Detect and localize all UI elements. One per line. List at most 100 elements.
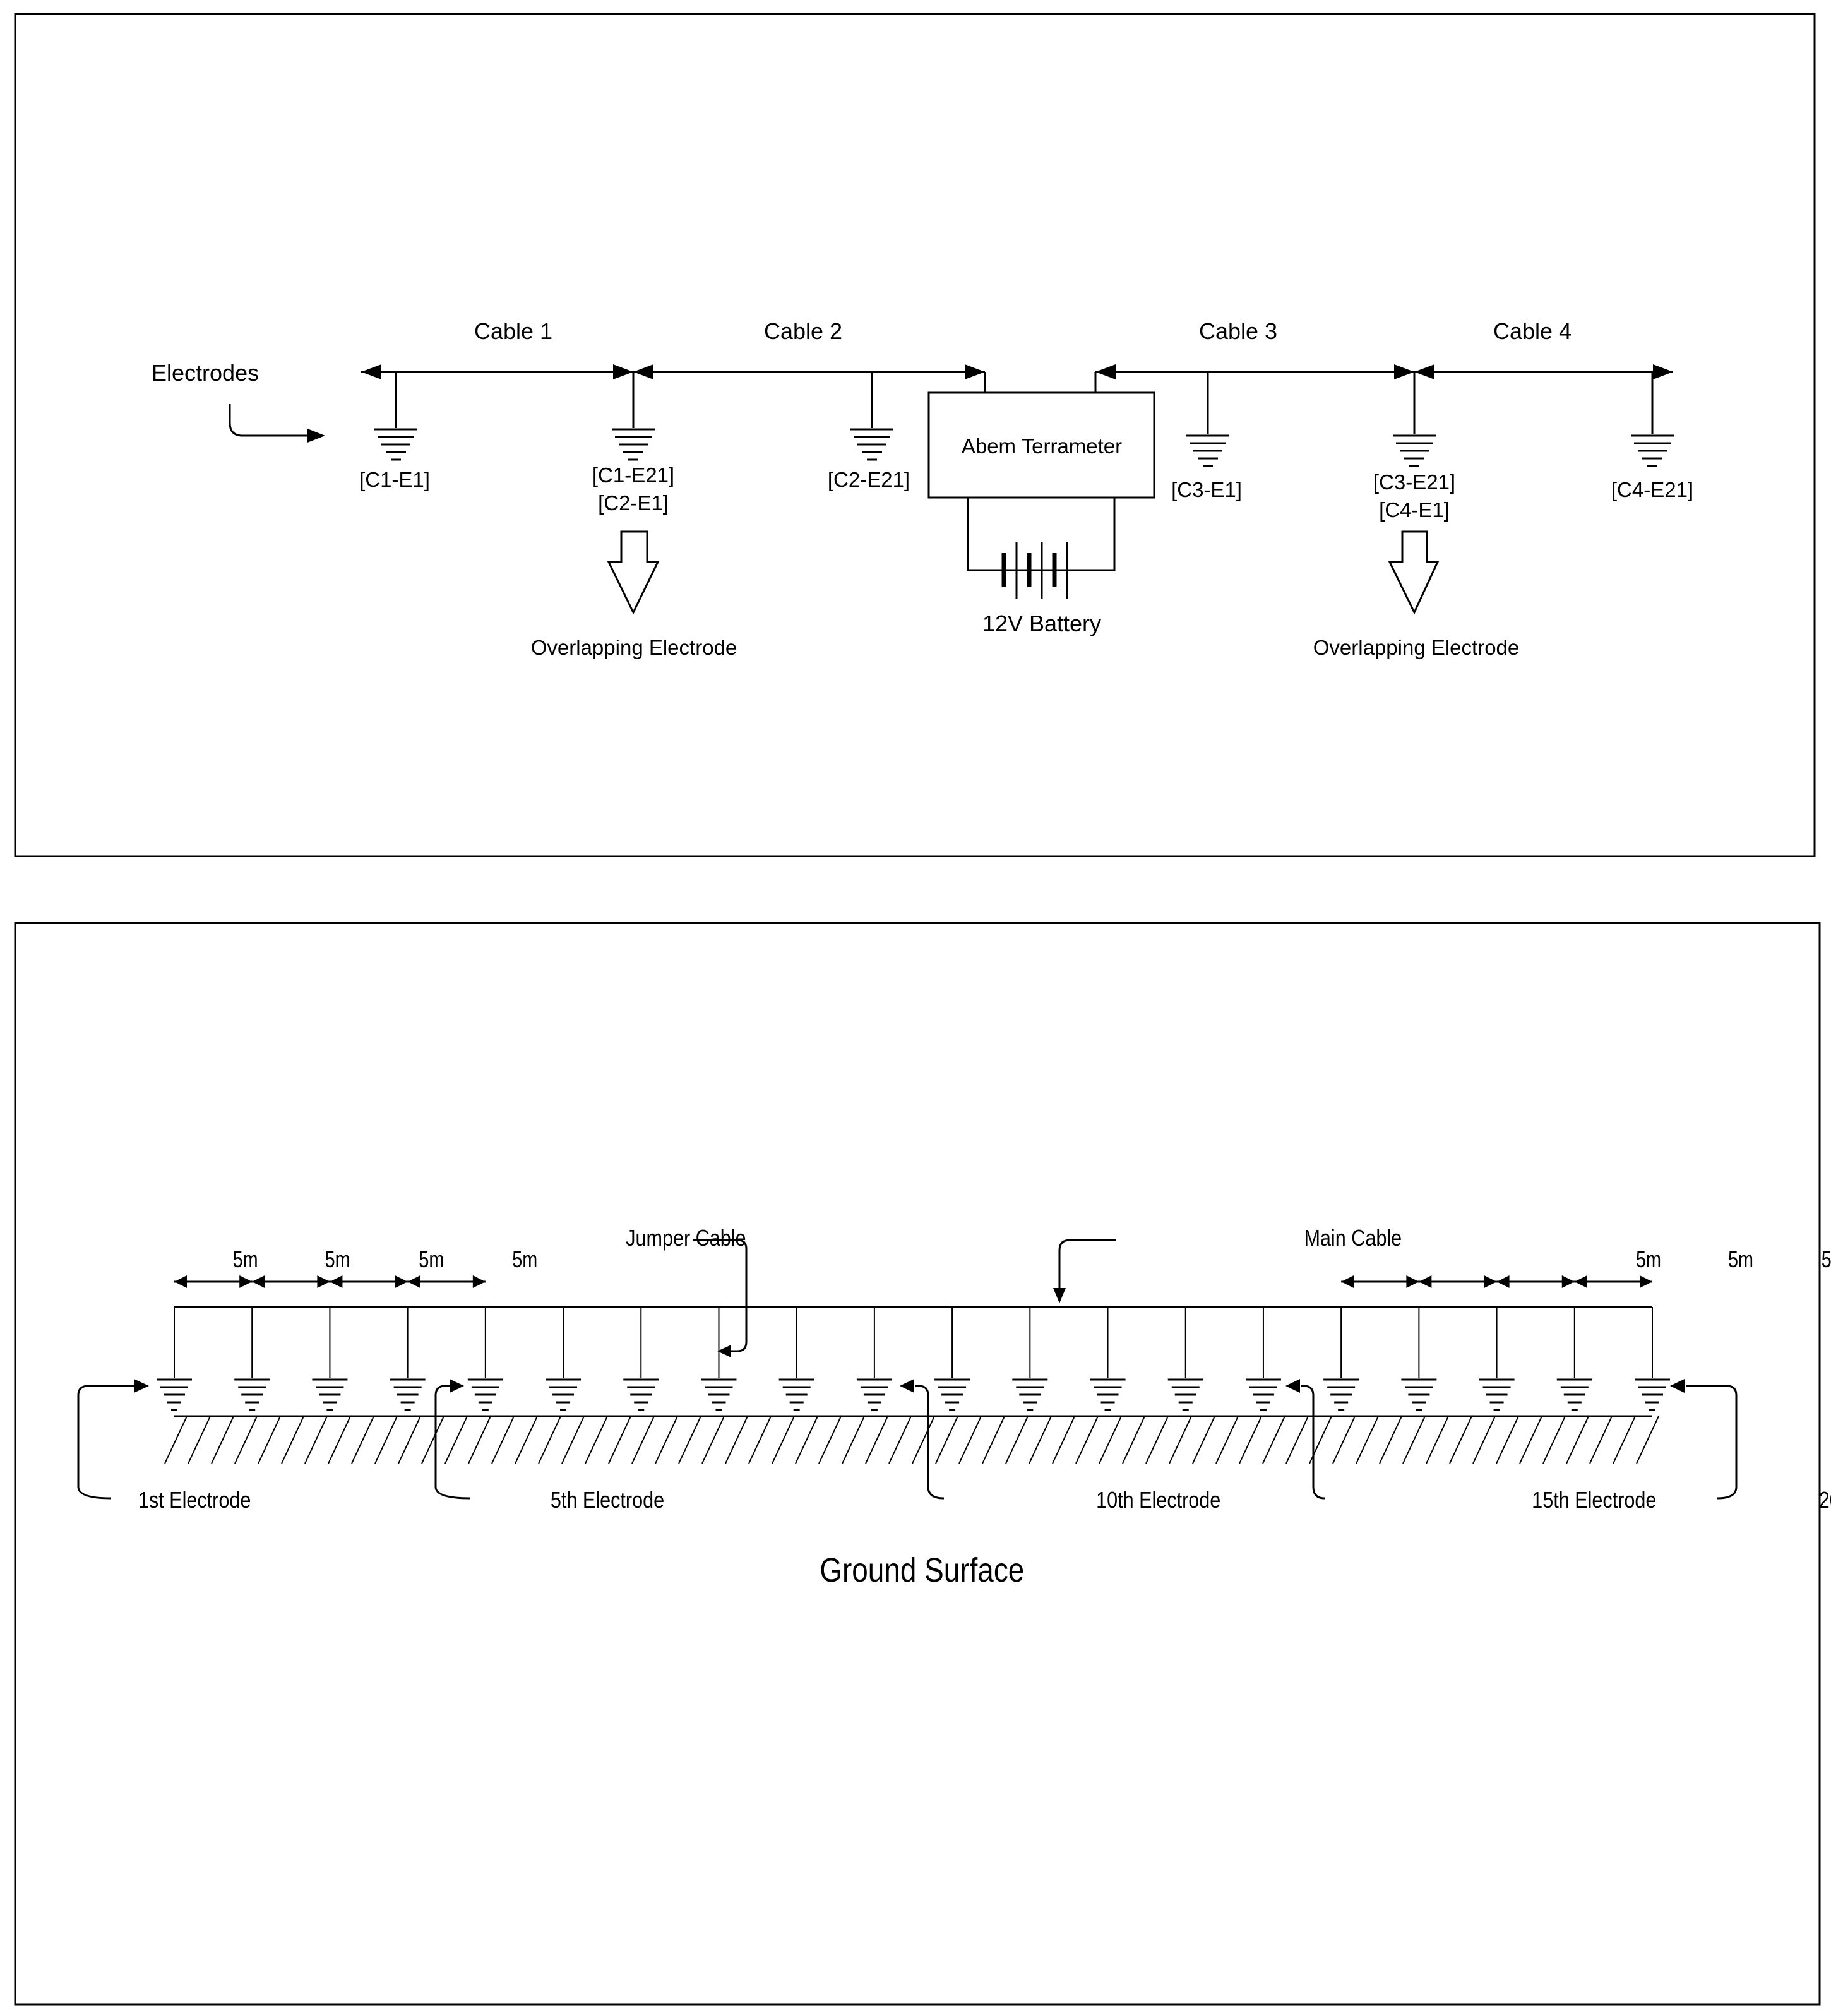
hatch-line: [888, 1416, 912, 1464]
spacing-label: 5m: [233, 1246, 258, 1272]
hatch-line: [188, 1416, 211, 1464]
spacing-arrow: [252, 1275, 330, 1288]
spacing-label: 5m: [1822, 1246, 1831, 1272]
tag-c2-e1: [C2-E1]: [598, 491, 669, 515]
hatch-line: [1052, 1416, 1075, 1464]
top-ground-symbols: [374, 372, 1674, 467]
hatch-line: [1285, 1416, 1309, 1464]
hatch-line: [304, 1416, 328, 1464]
ground-hatching: [164, 1416, 1659, 1464]
electrode-label-10th: 10th Electrode: [1096, 1488, 1220, 1513]
cable-label-2: Cable 2: [764, 318, 842, 344]
spacing-arrows: [174, 1275, 1652, 1288]
electrode-label-20th: 20th Electrode: [1819, 1488, 1831, 1513]
tag-c4-e21: [C4-E21]: [1611, 478, 1693, 501]
hatch-line: [1169, 1416, 1192, 1464]
hatch-line: [1379, 1416, 1402, 1464]
electrode-label-15th: 15th Electrode: [1532, 1488, 1656, 1513]
arrowhead-cable3-start: [1095, 364, 1116, 379]
hatch-line: [912, 1416, 935, 1464]
arrowhead-cable3-end: [1394, 364, 1414, 379]
electrode-7: [623, 1307, 659, 1411]
hatch-line: [1145, 1416, 1169, 1464]
hatch-line: [1472, 1416, 1496, 1464]
electrode-spread-panel: 5m 5m 5m 5m 5m 5m 5m 5m Jumper Cable Mai…: [14, 922, 1831, 2006]
electrode-9: [778, 1307, 814, 1411]
main-cable-arrowhead: [1053, 1288, 1066, 1303]
spacing-arrow: [1341, 1275, 1419, 1288]
hatch-line: [1402, 1416, 1426, 1464]
hatch-line: [538, 1416, 561, 1464]
hatch-line: [1215, 1416, 1239, 1464]
tag-c3-e1: [C3-E1]: [1171, 478, 1242, 501]
hatch-line: [725, 1416, 748, 1464]
electrode-20: [1635, 1307, 1670, 1411]
electrode-array: [157, 1307, 1670, 1411]
tag-c3-e21: [C3-E21]: [1373, 470, 1455, 494]
hatch-line: [1426, 1416, 1449, 1464]
hatch-line: [842, 1416, 865, 1464]
electrode-6: [546, 1307, 582, 1411]
hatch-line: [631, 1416, 655, 1464]
hatch-line: [1005, 1416, 1029, 1464]
hatch-line: [1262, 1416, 1285, 1464]
callout-e15-arrowhead: [1285, 1379, 1300, 1393]
spacing-label: 5m: [512, 1246, 537, 1272]
hatch-line: [1192, 1416, 1215, 1464]
electrode-2: [234, 1307, 270, 1411]
electrodes-pointer-arrowhead: [307, 429, 325, 443]
overlap-label-left: Overlapping Electrode: [531, 636, 737, 659]
arrowhead-cable4-end: [1653, 364, 1673, 379]
arrowhead-cable4-start: [1414, 364, 1434, 379]
battery-icon: [999, 542, 1080, 599]
jumper-cable-pointer: [693, 1239, 748, 1352]
callout-e10-arrowhead: [900, 1379, 914, 1393]
hatch-line: [1239, 1416, 1262, 1464]
callout-e20-arrowhead: [1670, 1379, 1685, 1393]
battery-label: 12V Battery: [982, 611, 1101, 636]
hatch-line: [958, 1416, 982, 1464]
spacing-label: 5m: [1728, 1246, 1753, 1272]
ground-symbol-c4-e21: [1631, 372, 1674, 467]
electrode-10: [856, 1307, 892, 1411]
hatch-line: [1332, 1416, 1356, 1464]
spacing-arrow: [407, 1275, 486, 1288]
hatch-line: [772, 1416, 795, 1464]
electrode-3: [312, 1307, 348, 1411]
panel-frame-bottom: [14, 922, 1821, 2006]
spacing-arrow: [1419, 1275, 1497, 1288]
spacing-labels-left: 5m 5m 5m 5m: [233, 1246, 538, 1272]
hatch-line: [748, 1416, 772, 1464]
battery-wire: [967, 498, 1116, 571]
hatch-line: [1613, 1416, 1636, 1464]
electrode-8: [701, 1307, 737, 1411]
overlap-arrow-left-icon: [607, 530, 660, 615]
cable-arrowheads: [361, 364, 1673, 379]
hatch-line: [1636, 1416, 1659, 1464]
callout-e10-pointer: [916, 1385, 945, 1500]
hatch-line: [164, 1416, 188, 1464]
hatch-line: [1356, 1416, 1379, 1464]
hatch-line: [515, 1416, 538, 1464]
hatch-line: [982, 1416, 1005, 1464]
hatch-line: [351, 1416, 374, 1464]
abem-terrameter-box: [927, 391, 1155, 499]
hatch-line: [795, 1416, 818, 1464]
callout-e15-pointer: [1301, 1385, 1325, 1500]
electrode-17: [1401, 1307, 1437, 1411]
spacing-arrow: [174, 1275, 253, 1288]
cable-layout-panel: Cable 1 Cable 2 Cable 3 Cable 4 Electrod…: [14, 13, 1816, 857]
spacing-label: 5m: [325, 1246, 350, 1272]
ground-surface-label: Ground Surface: [820, 1551, 1024, 1589]
electrode-4: [390, 1307, 426, 1411]
hatch-line: [865, 1416, 888, 1464]
callout-e5-arrowhead: [450, 1379, 464, 1393]
spacing-labels-right: 5m 5m 5m 5m: [1636, 1246, 1831, 1272]
tag-c1-e1: [C1-E1]: [359, 468, 430, 491]
hatch-line: [818, 1416, 842, 1464]
electrode-19: [1556, 1307, 1592, 1411]
spacing-arrow: [330, 1275, 408, 1288]
spacing-label: 5m: [419, 1246, 444, 1272]
hatch-line: [234, 1416, 258, 1464]
arrowhead-cable2-end: [965, 364, 985, 379]
